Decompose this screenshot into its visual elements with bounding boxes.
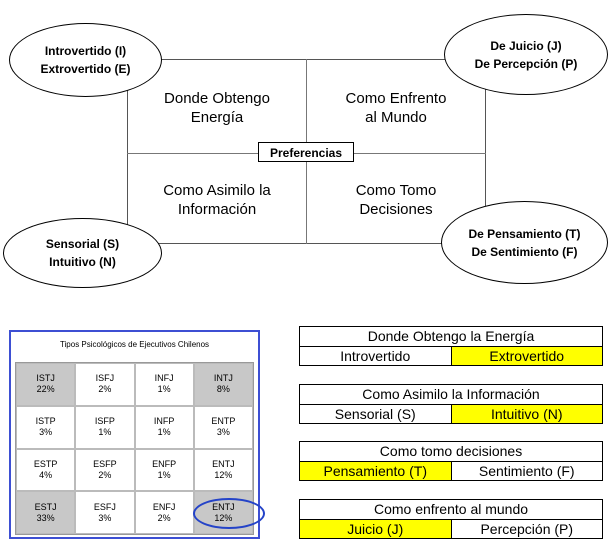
type-percent: 1% bbox=[157, 427, 171, 438]
type-code: ESTJ bbox=[34, 501, 57, 512]
ellipse-judging-perceiving: De Juicio (J) De Percepción (P) bbox=[444, 14, 608, 95]
type-code: ENFJ bbox=[152, 501, 176, 512]
preference-option: Introvertido bbox=[300, 347, 452, 365]
type-percent: 33% bbox=[36, 512, 55, 523]
preference-option: Sentimiento (F) bbox=[478, 463, 575, 479]
preference-bar-options: Sensorial (S)Intuitivo (N) bbox=[300, 405, 602, 423]
preference-option: Percepción (P) bbox=[480, 521, 574, 537]
type-code: INFJ bbox=[154, 373, 174, 384]
type-percent: 2% bbox=[98, 384, 112, 395]
quadrant-information: Como Asimilo la Información bbox=[163, 182, 271, 218]
ellipse-sensing-intuition: Sensorial (S) Intuitivo (N) bbox=[3, 218, 162, 288]
ellipse-line: Intuitivo (N) bbox=[49, 255, 116, 269]
type-code: ISTJ bbox=[36, 373, 55, 384]
ellipse-introvert-extrovert: Introvertido (I) Extrovertido (E) bbox=[9, 23, 162, 97]
types-table-title: Tipos Psicológicos de Ejecutivos Chileno… bbox=[59, 340, 210, 349]
preference-option-selected: Extrovertido bbox=[451, 347, 602, 365]
ellipse-line: De Pensamiento (T) bbox=[468, 226, 581, 241]
type-code: ESFJ bbox=[93, 501, 116, 512]
type-code: ESFP bbox=[93, 458, 117, 469]
ellipse-line: De Juicio (J) bbox=[490, 38, 562, 53]
type-code: ISFP bbox=[94, 416, 115, 427]
preference-bar-title: Como Asimilo la Información bbox=[300, 385, 602, 405]
type-percent: 12% bbox=[214, 469, 233, 480]
type-percent: 1% bbox=[157, 469, 171, 480]
quadrant-world: Como Enfrento al Mundo bbox=[345, 90, 447, 126]
highlight-circle bbox=[193, 498, 265, 529]
ellipse-thinking-feeling: De Pensamiento (T) De Sentimiento (F) bbox=[441, 201, 608, 284]
preference-bar-title: Como enfrento al mundo bbox=[300, 500, 602, 520]
ellipse-line: Sensorial (S) bbox=[45, 237, 120, 251]
preference-option-selected: Pensamiento (T) bbox=[300, 462, 452, 480]
preference-option: Sensorial (S) bbox=[300, 405, 452, 423]
type-code: INFP bbox=[153, 416, 175, 427]
type-percent: 1% bbox=[98, 427, 112, 438]
type-code: ESTP bbox=[33, 458, 58, 469]
type-code: ENTJ bbox=[212, 458, 235, 469]
type-percent: 3% bbox=[216, 427, 230, 438]
ellipse-line: Introvertido (I) bbox=[44, 44, 127, 58]
preference-bar-title: Donde Obtengo la Energía bbox=[300, 327, 602, 347]
type-code: ENTP bbox=[211, 416, 236, 427]
quadrant-energy: Donde Obtengo Energía bbox=[164, 90, 270, 126]
ellipse-line: Extrovertido (E) bbox=[40, 62, 131, 76]
preference-option-selected: Juicio (J) bbox=[300, 520, 452, 538]
type-percent: 2% bbox=[98, 469, 112, 480]
quadrant-decisions: Como Tomo Decisiones bbox=[355, 182, 437, 218]
type-code: INTJ bbox=[213, 373, 233, 384]
type-percent: 2% bbox=[157, 512, 171, 523]
type-percent: 1% bbox=[157, 384, 171, 395]
preference-option-selected: Intuitivo (N) bbox=[451, 405, 602, 423]
type-percent: 22% bbox=[36, 384, 55, 395]
type-percent: 3% bbox=[39, 427, 53, 438]
types-table-frame: Tipos Psicológicos de Ejecutivos Chileno… bbox=[9, 330, 260, 539]
type-percent: 3% bbox=[98, 512, 112, 523]
ellipse-line: De Percepción (P) bbox=[474, 56, 578, 71]
preferences-label: Preferencias bbox=[258, 142, 354, 162]
type-percent: 8% bbox=[216, 384, 230, 395]
preference-bar-options: Pensamiento (T) Sentimiento (F) bbox=[300, 462, 602, 480]
type-code: ISFJ bbox=[95, 373, 115, 384]
preference-bar-title: Como tomo decisiones bbox=[300, 442, 602, 462]
ellipse-line: De Sentimiento (F) bbox=[471, 244, 578, 259]
type-code: ENFP bbox=[152, 458, 177, 469]
type-percent: 4% bbox=[39, 469, 53, 480]
preference-bar-options: Juicio (J) Percepción (P) bbox=[300, 520, 602, 538]
type-code: ISTP bbox=[35, 416, 56, 427]
